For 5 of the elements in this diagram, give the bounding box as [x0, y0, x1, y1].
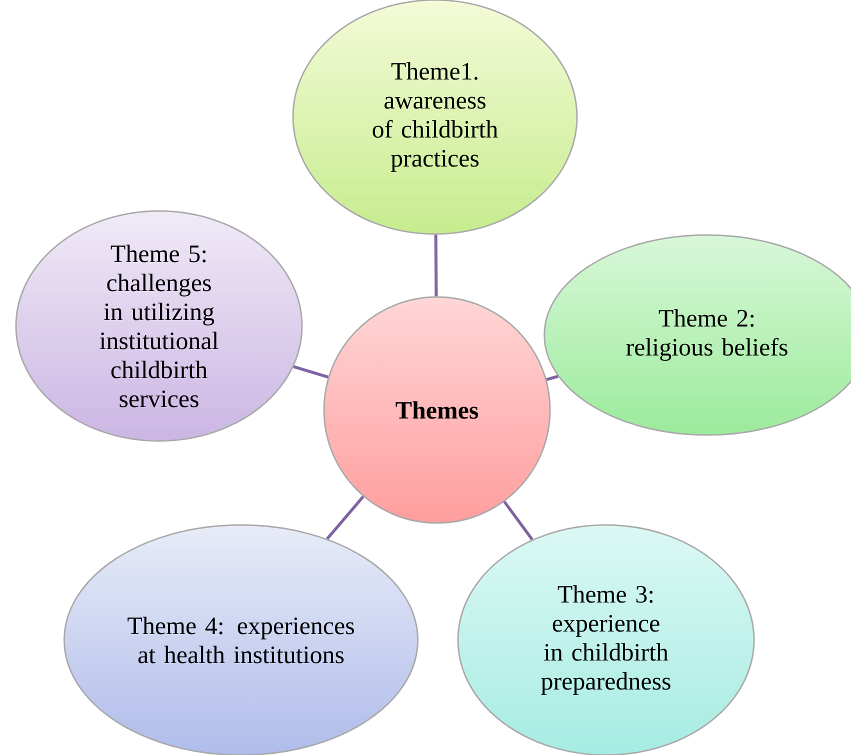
connector-line — [434, 234, 438, 296]
connector-line — [503, 500, 534, 540]
connector-line — [546, 374, 558, 381]
connector-line — [293, 365, 329, 379]
connector-line — [326, 496, 364, 540]
